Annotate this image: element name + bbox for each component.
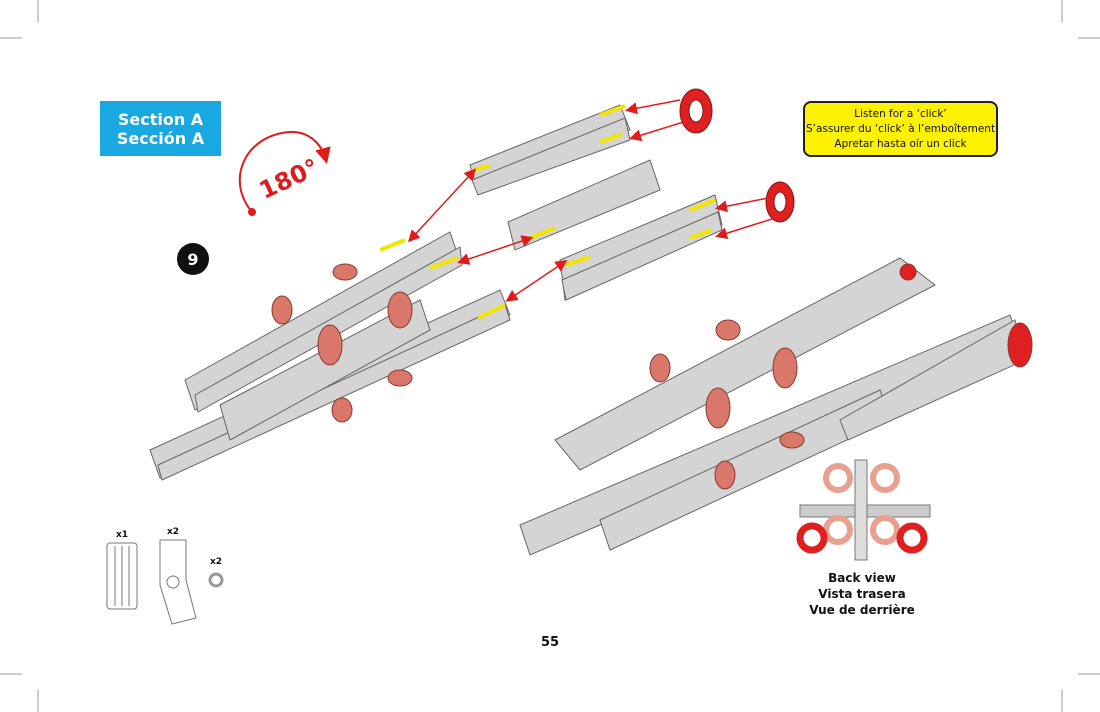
right-connectors bbox=[649, 263, 1033, 490]
part-qty-curved: x2 bbox=[167, 527, 180, 537]
ring-connector-icon bbox=[208, 572, 224, 588]
part-qty-straight: x1 bbox=[116, 530, 129, 540]
red-ring-connectors bbox=[679, 88, 795, 223]
curved-track-piece-icon bbox=[159, 539, 197, 625]
click-note-fr: S’assurer du ‘click’ à l’emboîtement bbox=[805, 122, 996, 135]
click-note: Listen for a ‘click’ S’assurer du ‘click… bbox=[803, 101, 998, 157]
section-label-es: Sección A bbox=[116, 128, 205, 148]
red-arrows bbox=[407, 99, 776, 302]
back-view-caption: Back view Vista trasera Vue de derrière bbox=[780, 570, 944, 618]
yellow-click-marks bbox=[379, 104, 716, 320]
right-assembly bbox=[519, 257, 1026, 556]
back-view-es: Vista trasera bbox=[818, 587, 906, 601]
rotate-180-icon bbox=[238, 130, 331, 216]
back-view-fr: Vue de derrière bbox=[809, 603, 915, 617]
back-view-diagram bbox=[796, 459, 931, 561]
section-label: Section A Sección A bbox=[100, 101, 221, 156]
click-note-es: Apretar hasta oír un click bbox=[834, 137, 967, 150]
back-view-en: Back view bbox=[828, 571, 896, 585]
exploded-pieces bbox=[469, 104, 723, 301]
section-label-en: Section A bbox=[117, 109, 204, 129]
part-qty-ring: x2 bbox=[210, 557, 223, 567]
straight-track-piece-icon bbox=[106, 542, 138, 610]
click-note-en: Listen for a ‘click’ bbox=[854, 107, 947, 120]
left-connectors bbox=[271, 263, 413, 423]
step-number: 9 bbox=[177, 243, 209, 275]
page-number: 55 bbox=[540, 635, 560, 650]
